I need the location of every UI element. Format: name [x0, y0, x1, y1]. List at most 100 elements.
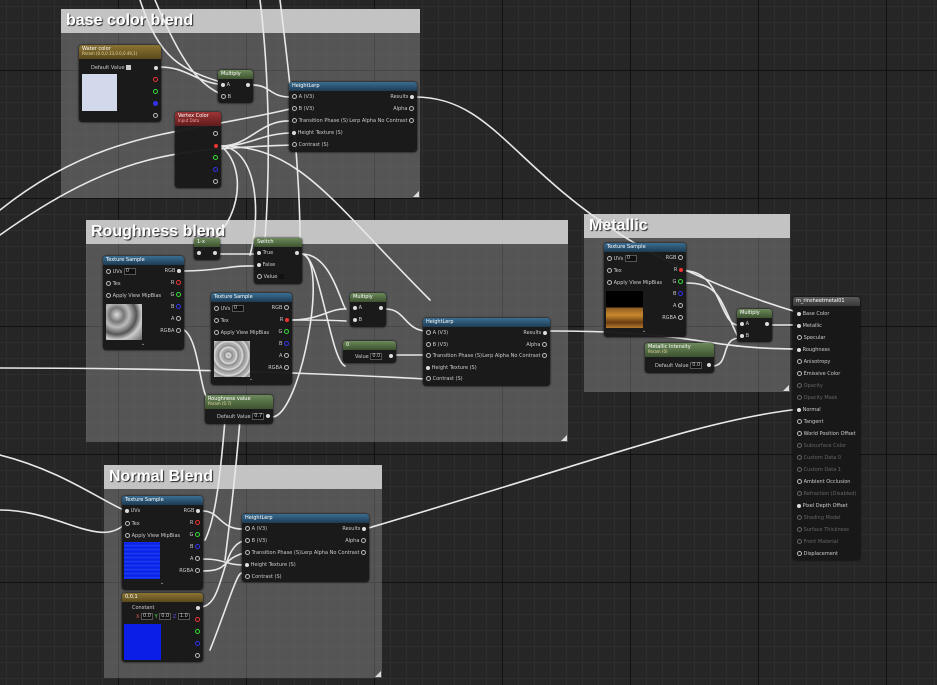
- height-lerp-node-roughness[interactable]: HeightLerp A (V3) B (V3) Transition Phas…: [423, 318, 550, 386]
- pin-input-mip[interactable]: Apply View MipBias: [607, 280, 662, 286]
- height-lerp-node[interactable]: HeightLerp A (V3) B (V3) Transition Phas…: [289, 82, 417, 152]
- pin-input-uvs[interactable]: UVs 0: [607, 255, 637, 262]
- node-header[interactable]: Texture Sample: [122, 496, 203, 505]
- pin-output-a[interactable]: [153, 113, 158, 119]
- pin-output[interactable]: [707, 362, 711, 368]
- pin-output-rgba[interactable]: RGBA: [268, 365, 289, 371]
- pin-output-rgb[interactable]: [154, 65, 158, 71]
- node-header[interactable]: HeightLerp: [242, 514, 369, 523]
- uv-index-field[interactable]: 0: [624, 255, 637, 262]
- node-header[interactable]: 0,0,1: [122, 593, 203, 602]
- pin-output-rgba[interactable]: RGBA: [160, 328, 181, 334]
- pin-output-b[interactable]: [153, 101, 158, 107]
- pin-input-b[interactable]: B: [221, 94, 231, 100]
- pin-output-rgba[interactable]: RGBA: [662, 315, 683, 321]
- pin-output-r[interactable]: [153, 77, 158, 83]
- lerp-mode[interactable]: Lerp Alpha No Contrast: [349, 118, 414, 124]
- material-pin-emissive-color[interactable]: Emissive Color: [797, 371, 840, 377]
- checkbox-icon[interactable]: [126, 65, 132, 70]
- pin-output-a[interactable]: [195, 653, 200, 659]
- roughness-value-node[interactable]: Roughness value Param (0.7) Default Valu…: [205, 395, 273, 424]
- pin-output-r[interactable]: R: [190, 520, 200, 526]
- switch-node[interactable]: Switch True False Value: [254, 238, 302, 284]
- material-pin-metallic[interactable]: Metallic: [797, 323, 822, 329]
- pin-input-height[interactable]: Height Texture (S): [426, 365, 477, 371]
- pin-input-uvs[interactable]: UVs 0: [106, 268, 136, 275]
- value-row[interactable]: Value 0.0: [355, 353, 383, 360]
- resize-grip-icon[interactable]: [375, 671, 381, 677]
- material-pin-front-material[interactable]: Front Material: [797, 539, 838, 545]
- material-pin-shading-model[interactable]: Shading Model: [797, 515, 841, 521]
- pin-output-r[interactable]: R: [280, 317, 289, 323]
- pin-output[interactable]: [295, 250, 299, 256]
- constant-value-node[interactable]: 0 Value 0.0: [343, 341, 396, 363]
- pin-input-contrast[interactable]: Contrast (S): [426, 376, 463, 382]
- pin-input-a[interactable]: A (V3): [292, 94, 314, 100]
- resize-grip-icon[interactable]: [413, 191, 419, 197]
- pin-input-height[interactable]: Height Texture (S): [245, 562, 296, 568]
- material-pin-specular[interactable]: Specular: [797, 335, 825, 341]
- material-pin-roughness[interactable]: Roughness: [797, 347, 830, 353]
- lerp-mode[interactable]: Lerp Alpha No Contrast: [482, 353, 547, 359]
- expand-caret-icon[interactable]: ⌄: [249, 376, 254, 382]
- pin-output[interactable]: [246, 82, 250, 88]
- node-header[interactable]: 0: [343, 341, 396, 350]
- pin-output-b[interactable]: B: [190, 544, 200, 550]
- pin-output-rgba[interactable]: RGBA: [179, 568, 200, 574]
- pin-input-b[interactable]: B: [740, 333, 749, 339]
- pin-output-a[interactable]: A: [171, 316, 181, 322]
- node-header[interactable]: 1-x: [194, 238, 220, 247]
- expand-caret-icon[interactable]: ⌄: [642, 328, 647, 334]
- default-value-row[interactable]: Default Value 0.0: [655, 362, 703, 369]
- value-field[interactable]: 0.0: [370, 353, 383, 360]
- one-minus-node[interactable]: 1-x: [194, 238, 220, 260]
- pin-output-r[interactable]: [214, 143, 218, 149]
- multiply-node[interactable]: Multiply A B: [218, 70, 253, 103]
- constant-x-field[interactable]: 0.0: [141, 613, 154, 620]
- pin-output-r[interactable]: [195, 617, 200, 623]
- material-pin-displacement[interactable]: Displacement: [797, 551, 838, 557]
- material-pin-opacity[interactable]: Opacity: [797, 383, 823, 389]
- pin-output-rgb[interactable]: [196, 605, 200, 611]
- pin-output[interactable]: [765, 321, 769, 327]
- texture-sample-node-metallic[interactable]: Texture Sample UVs 0 Tex Apply View MipB…: [604, 243, 686, 337]
- default-value-field[interactable]: 0.0: [690, 362, 703, 369]
- pin-output-g[interactable]: G: [673, 279, 683, 285]
- pin-input-tex[interactable]: Tex: [214, 318, 229, 324]
- pin-output-alpha[interactable]: Alpha: [393, 106, 414, 112]
- node-header[interactable]: Multiply: [737, 309, 772, 318]
- pin-input-mip[interactable]: Apply View MipBias: [214, 330, 269, 336]
- pin-output-g[interactable]: G: [190, 532, 200, 538]
- pin-input-false[interactable]: False: [257, 262, 275, 268]
- pin-output[interactable]: [213, 250, 217, 256]
- pin-input-contrast[interactable]: Contrast (S): [292, 142, 329, 148]
- pin-output-b[interactable]: [195, 641, 200, 647]
- material-pin-surface-thickness[interactable]: Surface Thickness: [797, 527, 849, 533]
- node-header[interactable]: Metallic Intensity Param (0): [645, 343, 714, 357]
- pin-input[interactable]: [197, 250, 201, 256]
- texture-sample-node-1[interactable]: Texture Sample UVs 0 Tex Apply View MipB…: [103, 256, 184, 350]
- uv-index-field[interactable]: 0: [231, 305, 244, 312]
- node-header[interactable]: Texture Sample: [211, 293, 292, 302]
- material-pin-base-color[interactable]: Base Color: [797, 311, 829, 317]
- pin-output-b[interactable]: B: [673, 291, 683, 297]
- vertex-color-node[interactable]: Vertex Color Input Data: [175, 112, 221, 188]
- height-lerp-node-normal[interactable]: HeightLerp A (V3) B (V3) Transition Phas…: [242, 514, 369, 582]
- material-pin-world-position-offset[interactable]: World Position Offset: [797, 431, 856, 437]
- pin-input-a[interactable]: A: [221, 82, 230, 88]
- water-color-node[interactable]: Water color Param (0.0,0.33,0.0,0.49,1) …: [79, 45, 161, 122]
- material-pin-tangent[interactable]: Tangent: [797, 419, 823, 425]
- pin-output-g[interactable]: G: [171, 292, 181, 298]
- pin-output-a[interactable]: A: [673, 303, 683, 309]
- pin-output-g[interactable]: [195, 629, 200, 635]
- pin-output-r[interactable]: R: [674, 267, 683, 273]
- material-pin-custom-data-0[interactable]: Custom Data 0: [797, 455, 841, 461]
- pin-output-b[interactable]: [213, 167, 218, 173]
- pin-output[interactable]: [389, 353, 393, 359]
- pin-output-a[interactable]: A: [190, 556, 200, 562]
- pin-input-transition[interactable]: Transition Phase (S): [245, 550, 301, 556]
- node-header[interactable]: Switch: [254, 238, 302, 247]
- pin-input-a[interactable]: A (V3): [426, 330, 448, 336]
- pin-input-a[interactable]: A (V3): [245, 526, 267, 532]
- multiply-node-metallic[interactable]: Multiply A B: [737, 309, 772, 342]
